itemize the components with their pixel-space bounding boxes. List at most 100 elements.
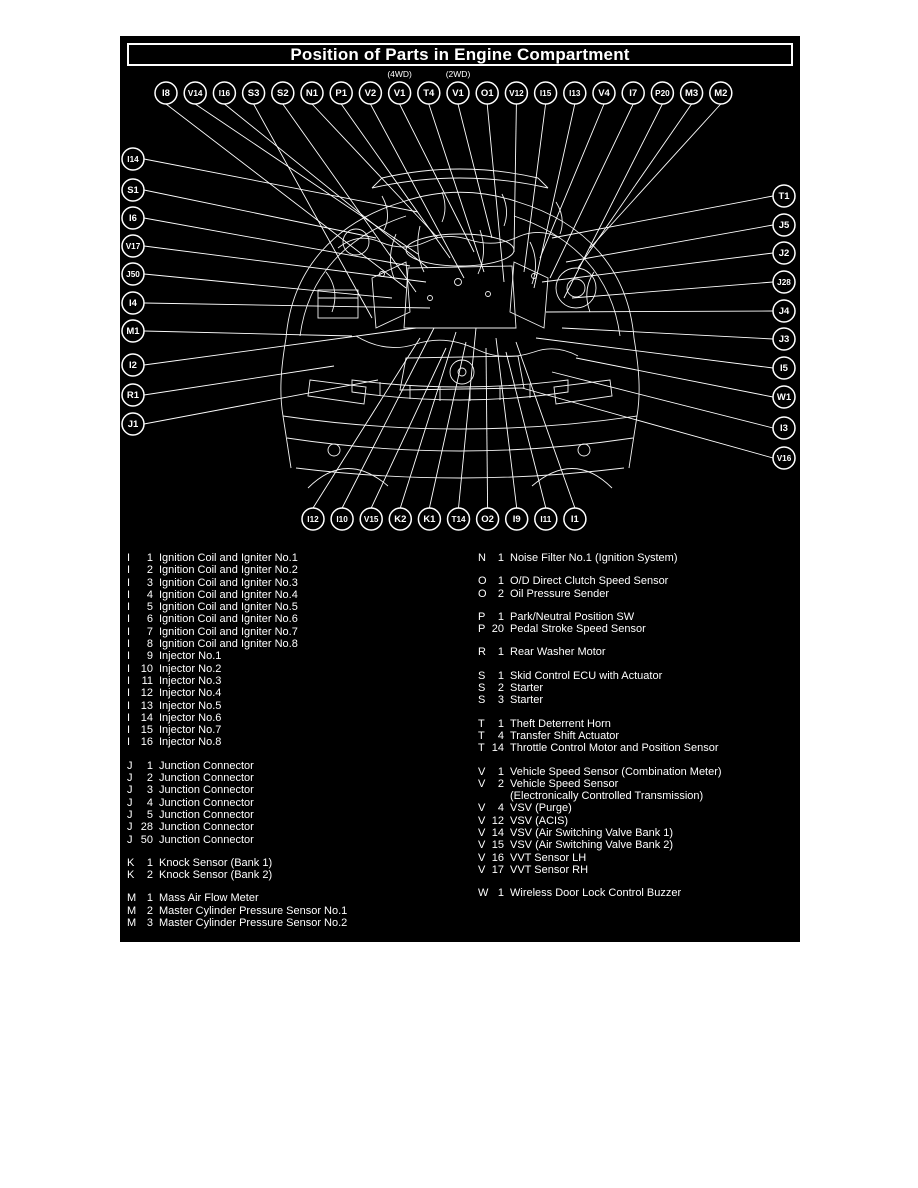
legend-description: Throttle Control Motor and Position Sens… [510,742,719,755]
callout-label: V2 [365,88,377,99]
callout-label: I8 [162,88,170,99]
legend-code-letter: I [127,625,131,638]
callout-label: S2 [277,88,289,99]
legend-description: Ignition Coil and Igniter No.3 [159,576,298,589]
callout-label: W1 [777,392,792,403]
legend-code-number: 1 [146,892,153,905]
legend-description: (Electronically Controlled Transmission) [510,790,704,803]
callout-j28: J28 [772,270,796,294]
legend-entry: (Electronically Controlled Transmission) [478,790,722,802]
callout-v15: V15 [359,507,383,531]
legend-code-letter: M [127,892,137,905]
legend-code-letter: V [478,851,486,864]
callout-label: M3 [685,88,698,99]
legend-code-number: 13 [140,699,153,712]
callout-label: P1 [335,88,347,99]
legend-code-number: 12 [140,687,153,700]
legend-code-number: 1 [497,575,504,588]
legend-code-letter: O [478,575,487,588]
legend-description: Park/Neutral Position SW [510,610,635,623]
callout-n1: N1 [300,81,324,105]
legend-code-letter: V [478,839,486,852]
callout-label: V1 [452,88,464,99]
legend-code-letter: S [478,669,486,682]
legend-description: Ignition Coil and Igniter No.8 [159,638,298,651]
callout-label: I3 [780,423,788,434]
callout-r1: R1 [121,383,145,407]
legend-code-number: 17 [491,863,504,876]
callout-label: M1 [126,326,140,337]
legend-code-letter: M [127,917,137,930]
legend-code-number: 15 [140,724,153,737]
legend-code-letter: T [478,742,485,755]
callout-label: I9 [513,514,521,525]
legend-code-letter: I [127,687,131,700]
legend-code-letter: J [127,808,133,821]
callout-i2: I2 [121,353,145,377]
callout-v1: V1 [387,81,412,105]
legend-code-number: 16 [140,736,153,749]
legend-code-number: 1 [497,717,504,730]
legend-description: Oil Pressure Sender [510,587,610,600]
callout-v12: V12 [504,81,529,105]
callout-label: P20 [655,89,670,98]
legend-code-number: 50 [140,833,153,846]
legend-description: Junction Connector [159,821,254,834]
legend-code-number: 2 [146,904,153,917]
callout-s3: S3 [241,81,266,105]
callout-label: V16 [777,454,792,463]
callout-label: S1 [127,185,139,196]
callout-i5: I5 [772,356,796,380]
legend-description: VVT Sensor RH [510,863,589,876]
legend-code-letter: S [478,682,486,695]
callout-t4: T4 [417,81,441,105]
callout-label: V17 [126,242,141,251]
legend-code-letter: K [127,856,135,869]
legend-code-letter: T [478,717,485,730]
legend-code-letter: I [127,588,131,601]
legend-code-letter: J [127,821,133,834]
callout-label: I4 [129,298,138,309]
callout-s1: S1 [121,178,145,202]
legend-code-letter: I [127,601,131,614]
legend-code-letter: M [127,904,137,917]
legend-code-letter: I [127,711,131,724]
legend-code-letter: I [127,552,131,564]
callout-label: I6 [129,213,137,224]
legend-description: Ignition Coil and Igniter No.2 [159,564,298,577]
legend-code-number: 3 [146,576,153,589]
callout-t1: T1 [772,184,796,208]
callout-label: I11 [540,515,551,524]
callout-label: V15 [364,515,379,524]
legend-code-letter: K [127,869,135,882]
legend-code-letter [478,790,488,802]
legend-code-letter: I [127,724,131,737]
legend-description: Junction Connector [159,759,254,772]
callout-j2: J2 [772,241,796,265]
callout-label: T4 [423,88,435,99]
legend-description: Junction Connector [159,796,254,809]
callout-j3: J3 [772,327,796,351]
legend-code-number: 2 [497,587,504,600]
legend-code-letter: S [478,694,486,707]
callout-j1: J1 [121,412,145,436]
legend-description: Starter [510,682,544,695]
